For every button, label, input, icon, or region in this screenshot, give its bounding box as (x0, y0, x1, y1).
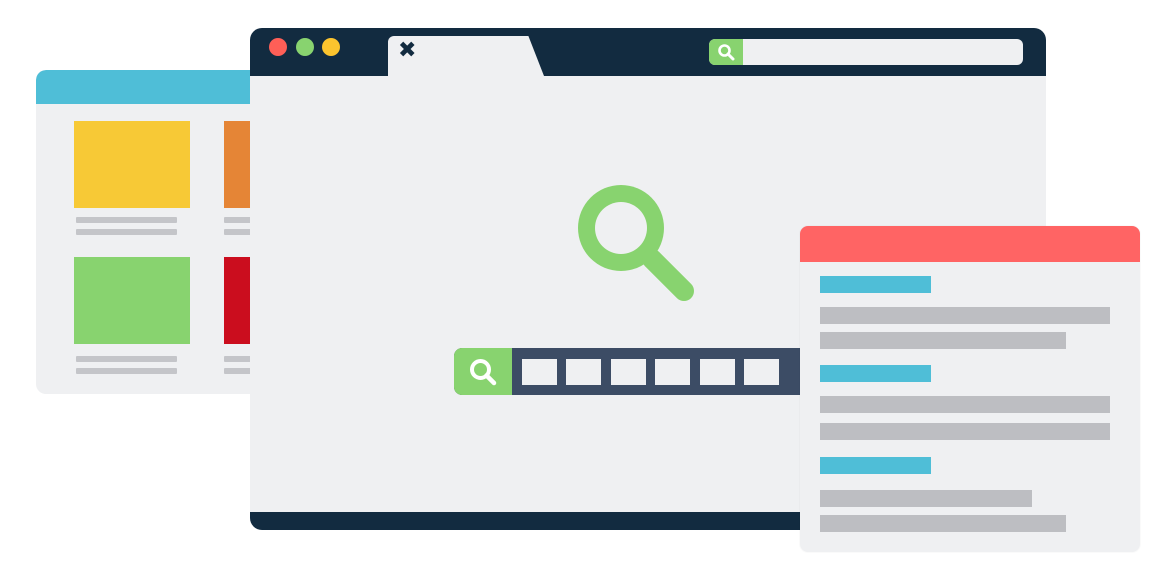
results-window (800, 226, 1140, 552)
result-text-line (820, 332, 1066, 349)
gallery-tile-green[interactable] (74, 257, 190, 344)
search-char-slot (700, 359, 735, 385)
search-icon[interactable] (454, 348, 512, 395)
result-heading[interactable] (820, 276, 931, 293)
result-text-line (820, 307, 1110, 324)
magnifier-icon (578, 185, 694, 301)
window-maximize-button[interactable] (322, 38, 340, 56)
search-char-slot (611, 359, 646, 385)
gallery-tile-yellow[interactable] (74, 121, 190, 208)
browser-tab[interactable]: ✖ (388, 36, 544, 76)
result-text-line (820, 396, 1110, 413)
result-heading[interactable] (820, 365, 931, 382)
results-title-bar (800, 226, 1140, 262)
gallery-caption-line (76, 368, 177, 374)
close-icon[interactable]: ✖ (398, 38, 417, 63)
search-icon[interactable] (709, 39, 743, 65)
address-bar[interactable] (709, 39, 1023, 65)
result-text-line (820, 423, 1110, 440)
result-heading[interactable] (820, 457, 931, 474)
result-text-line (820, 515, 1066, 532)
search-char-slot (655, 359, 690, 385)
search-char-slot (566, 359, 601, 385)
search-char-slot (744, 359, 779, 385)
result-text-line (820, 490, 1032, 507)
window-minimize-button[interactable] (296, 38, 314, 56)
search-char-slot (522, 359, 557, 385)
gallery-caption-line (76, 229, 177, 235)
gallery-caption-line (76, 217, 177, 223)
window-close-button[interactable] (269, 38, 287, 56)
gallery-caption-line (76, 356, 177, 362)
